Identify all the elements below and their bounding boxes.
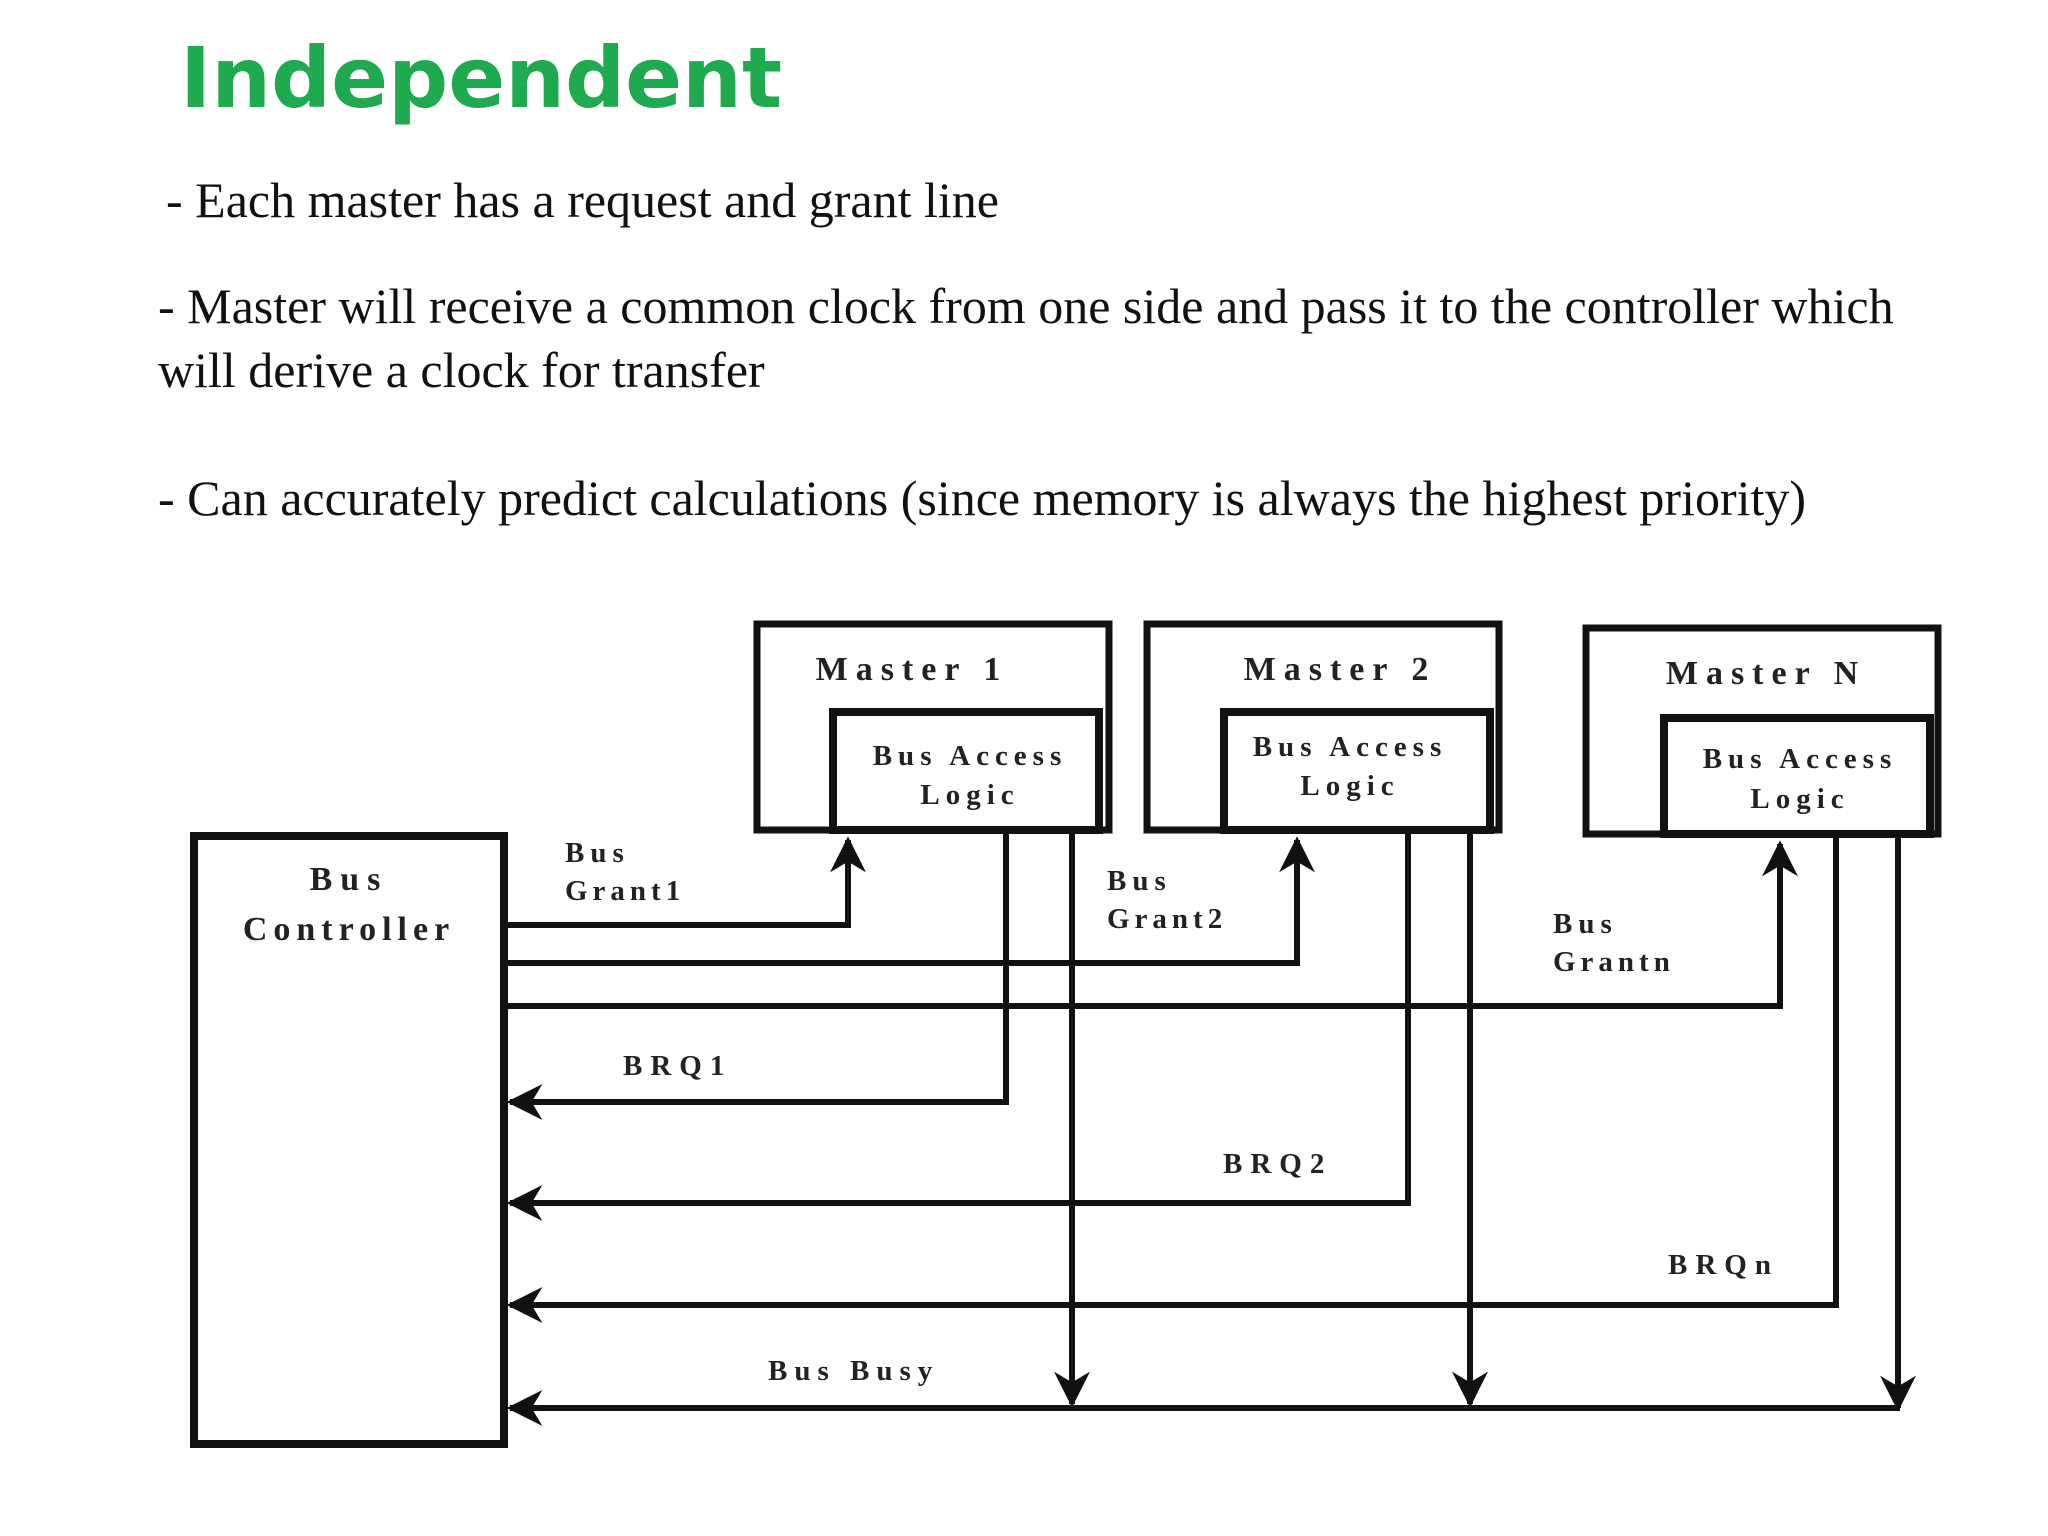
bus-grant-2-label-2: Grant2 [1107,903,1227,935]
bus-grant-n-label-2: Grantn [1553,946,1675,978]
master-1-bus-access-logic-box [829,708,1103,834]
bus-grant-1-label-2: Grant1 [565,875,685,907]
bus-grant-n-line [504,840,1798,1009]
bus-grant-1-label-1: Bus [565,837,630,869]
master-2-bus-access-logic-box [1220,708,1494,834]
master-n-logic-label-2: Logic [1750,783,1849,815]
master-1-logic-label-1: Bus Access [873,740,1068,772]
master-2-logic-label-2: Logic [1300,770,1399,802]
master-2-label: Master 2 [1244,651,1437,688]
bus-grant-2-label-1: Bus [1107,865,1172,897]
bus-controller-label-2: Controller [243,911,455,948]
brq-2-line [506,834,1411,1221]
bullet-predict-calculations: - Can accurately predict calculations (s… [158,470,1807,526]
bus-grant-n-label-1: Bus [1553,908,1618,940]
brq-1-line [506,834,1009,1120]
bullet-request-grant: - Each master has a request and grant li… [166,172,999,228]
brq-n-line [506,838,1839,1323]
bus-grant-2-line [504,836,1315,966]
master-n-logic-label-1: Bus Access [1703,743,1898,775]
bus-controller-box [190,832,508,1448]
master-1-logic-label-2: Logic [920,779,1019,811]
brq-2-label: BRQ2 [1223,1148,1332,1180]
brq-n-label: BRQn [1668,1249,1779,1281]
brq-1-label: BRQ1 [623,1050,732,1082]
master-n-label: Master N [1666,655,1866,692]
master-2-logic-label-1: Bus Access [1253,731,1448,763]
slide-title: Independent [180,29,783,127]
bus-controller-label-1: Bus [310,861,389,898]
master-1-label: Master 1 [816,651,1009,688]
bus-grant-1-line [504,836,866,928]
master-n-bus-access-logic-box [1660,714,1934,838]
bus-busy-label: Bus Busy [768,1355,939,1387]
bullet-common-clock: - Master will receive a common clock fro… [158,278,1894,398]
